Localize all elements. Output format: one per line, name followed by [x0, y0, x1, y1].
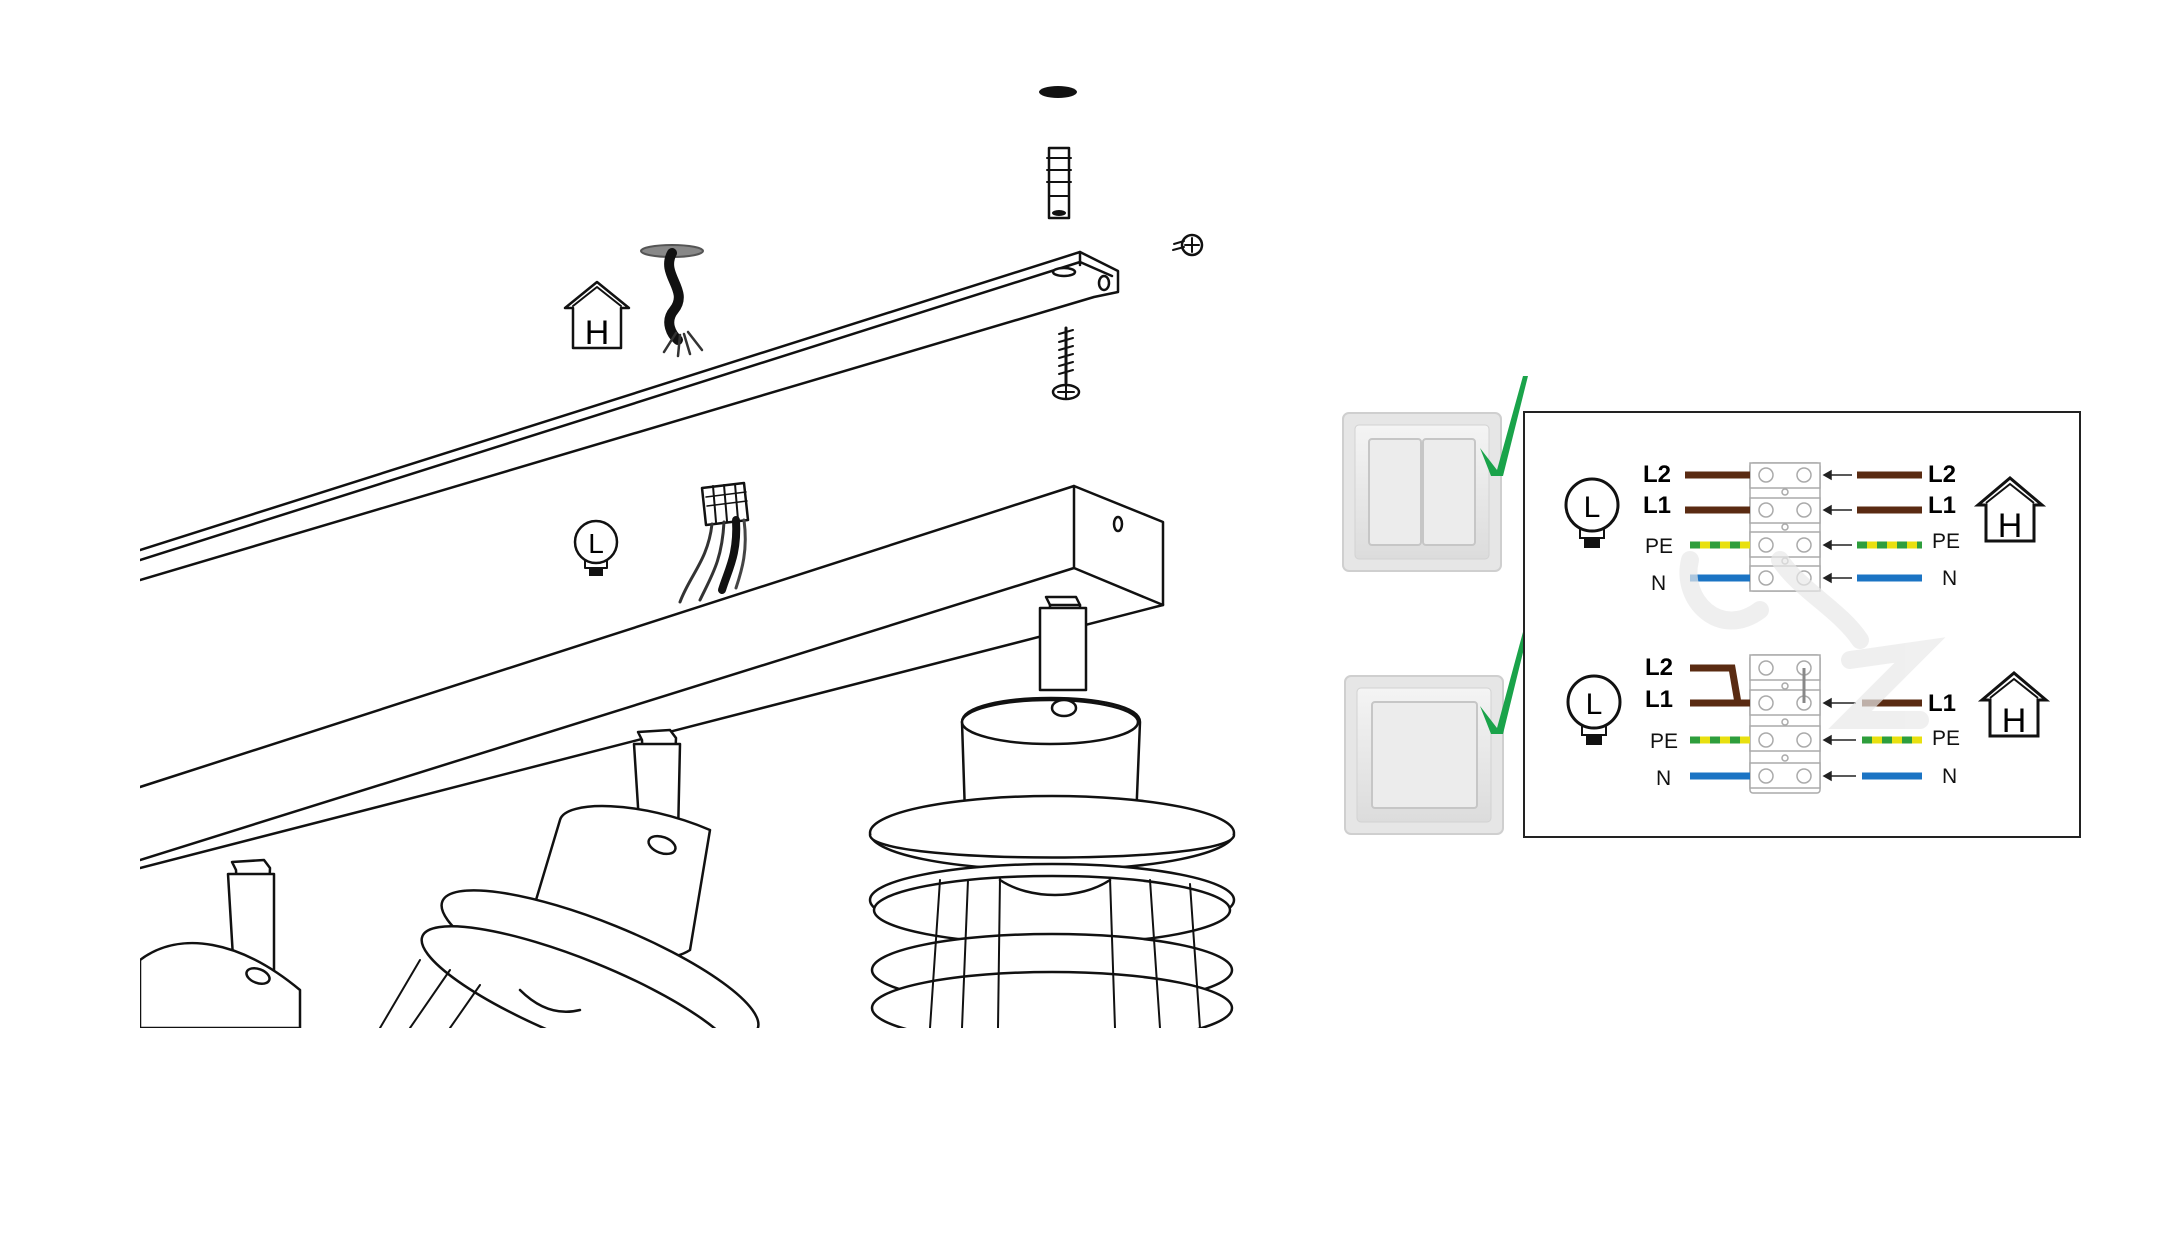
lamp-icon-letter: L [1584, 491, 1601, 524]
mounting-bracket [140, 250, 1120, 582]
label-left-n: N [1656, 767, 1671, 790]
label-left-l1: L1 [1645, 686, 1673, 713]
label-left-n: N [1651, 572, 1666, 595]
house-icon: H [563, 280, 631, 352]
house-icon: H [1977, 671, 2051, 740]
lamp-icon-letter: L [588, 528, 604, 559]
label-right-pe: PE [1932, 727, 1960, 750]
label-left-pe: PE [1650, 730, 1678, 753]
house-icon-letter: H [1998, 507, 2023, 545]
wiring-diagram-section: L H [1342, 376, 2081, 838]
ceiling-cable-icon [640, 244, 704, 358]
label-right-l1: L1 [1928, 492, 1956, 519]
spotlight-middle [379, 728, 760, 1028]
spotlight-left [140, 858, 302, 1028]
terminal-block [1749, 654, 1821, 794]
check-mark-icon [1480, 376, 1528, 476]
label-right-l2: L2 [1928, 461, 1956, 488]
arrows [1822, 469, 1852, 584]
lamp-icon: L [1566, 674, 1622, 745]
spotlight-right [868, 595, 1236, 1028]
watermark [1679, 551, 1946, 729]
house-icon-letter: H [585, 314, 610, 352]
lamp-icon: L [573, 519, 619, 576]
wiring-double-switch: L H [1564, 461, 2047, 595]
label-right-l1: L1 [1928, 690, 1956, 717]
label-left-l2: L2 [1645, 654, 1673, 681]
single-switch-icon [1344, 675, 1504, 835]
lamp-body-bar [140, 484, 1165, 870]
small-screw-icon [1172, 233, 1204, 257]
ceiling-hole [1039, 86, 1077, 98]
wiring-single-switch: L H [1566, 654, 2051, 794]
label-right-n: N [1942, 567, 1957, 590]
exploded-assembly-view: H L [140, 86, 1236, 1028]
double-switch-icon [1342, 412, 1502, 572]
wall-plug-icon [1046, 146, 1072, 220]
house-icon-letter: H [2002, 702, 2027, 740]
lamp-icon: L [1564, 477, 1620, 548]
label-left-pe: PE [1645, 535, 1673, 558]
label-left-l2: L2 [1643, 461, 1671, 488]
terminal-block-icon [678, 481, 750, 604]
lamp-icon-letter: L [1586, 688, 1603, 721]
label-left-l1: L1 [1643, 492, 1671, 519]
house-icon: H [1973, 476, 2047, 545]
label-right-pe: PE [1932, 530, 1960, 553]
screw-icon [1051, 326, 1081, 401]
label-right-n: N [1942, 765, 1957, 788]
arrows [1822, 697, 1856, 782]
